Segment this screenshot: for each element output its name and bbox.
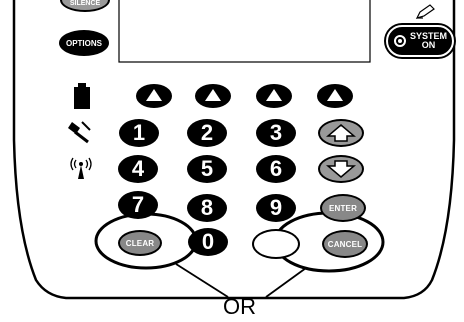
cancel-button[interactable]: CANCEL (322, 230, 368, 258)
triangle-up-icon (327, 89, 343, 101)
wireless-icon (70, 157, 92, 179)
down-arrow-button[interactable] (318, 155, 364, 183)
triangle-up-icon (146, 89, 162, 101)
system-on-button[interactable]: SYSTEM ON (386, 25, 454, 57)
unplugged-icon (68, 121, 91, 144)
key-1-button[interactable]: 1 (119, 119, 159, 147)
softkey-3-button[interactable] (256, 84, 292, 108)
on-label: ON (421, 40, 436, 50)
arrow-down-icon (326, 160, 356, 178)
key-7-button[interactable]: 7 (118, 191, 158, 219)
triangle-up-icon (205, 89, 221, 101)
blank-key-button[interactable] (252, 229, 300, 259)
or-leader-left (175, 263, 229, 298)
key-9-button[interactable]: 9 (256, 194, 296, 222)
softkey-4-button[interactable] (317, 84, 353, 108)
triangle-up-icon (266, 89, 282, 101)
or-annotation: OR (223, 294, 256, 319)
battery-icon (74, 87, 90, 109)
enter-button[interactable]: ENTER (320, 194, 366, 222)
softkey-2-button[interactable] (195, 84, 231, 108)
device-outline (12, 0, 456, 300)
system-label: SYSTEM (410, 31, 448, 41)
silence-label: SILENCE (69, 0, 101, 7)
display-screen (118, 0, 371, 63)
key-2-button[interactable]: 2 (187, 119, 227, 147)
options-button[interactable]: OPTIONS (59, 30, 109, 56)
options-label: OPTIONS (65, 38, 102, 48)
power-ring-icon (394, 35, 406, 47)
clear-button[interactable]: CLEAR (118, 230, 162, 256)
arrow-up-icon (326, 124, 356, 142)
softkey-1-button[interactable] (136, 84, 172, 108)
pen-icon (415, 4, 435, 19)
key-4-button[interactable]: 4 (118, 155, 158, 183)
key-3-button[interactable]: 3 (256, 119, 296, 147)
battery-icon-tip (78, 83, 86, 87)
up-arrow-button[interactable] (318, 119, 364, 147)
or-leader-right (265, 267, 307, 298)
key-6-button[interactable]: 6 (256, 155, 296, 183)
key-8-button[interactable]: 8 (187, 194, 227, 222)
key-5-button[interactable]: 5 (187, 155, 227, 183)
key-0-button[interactable]: 0 (188, 228, 228, 256)
